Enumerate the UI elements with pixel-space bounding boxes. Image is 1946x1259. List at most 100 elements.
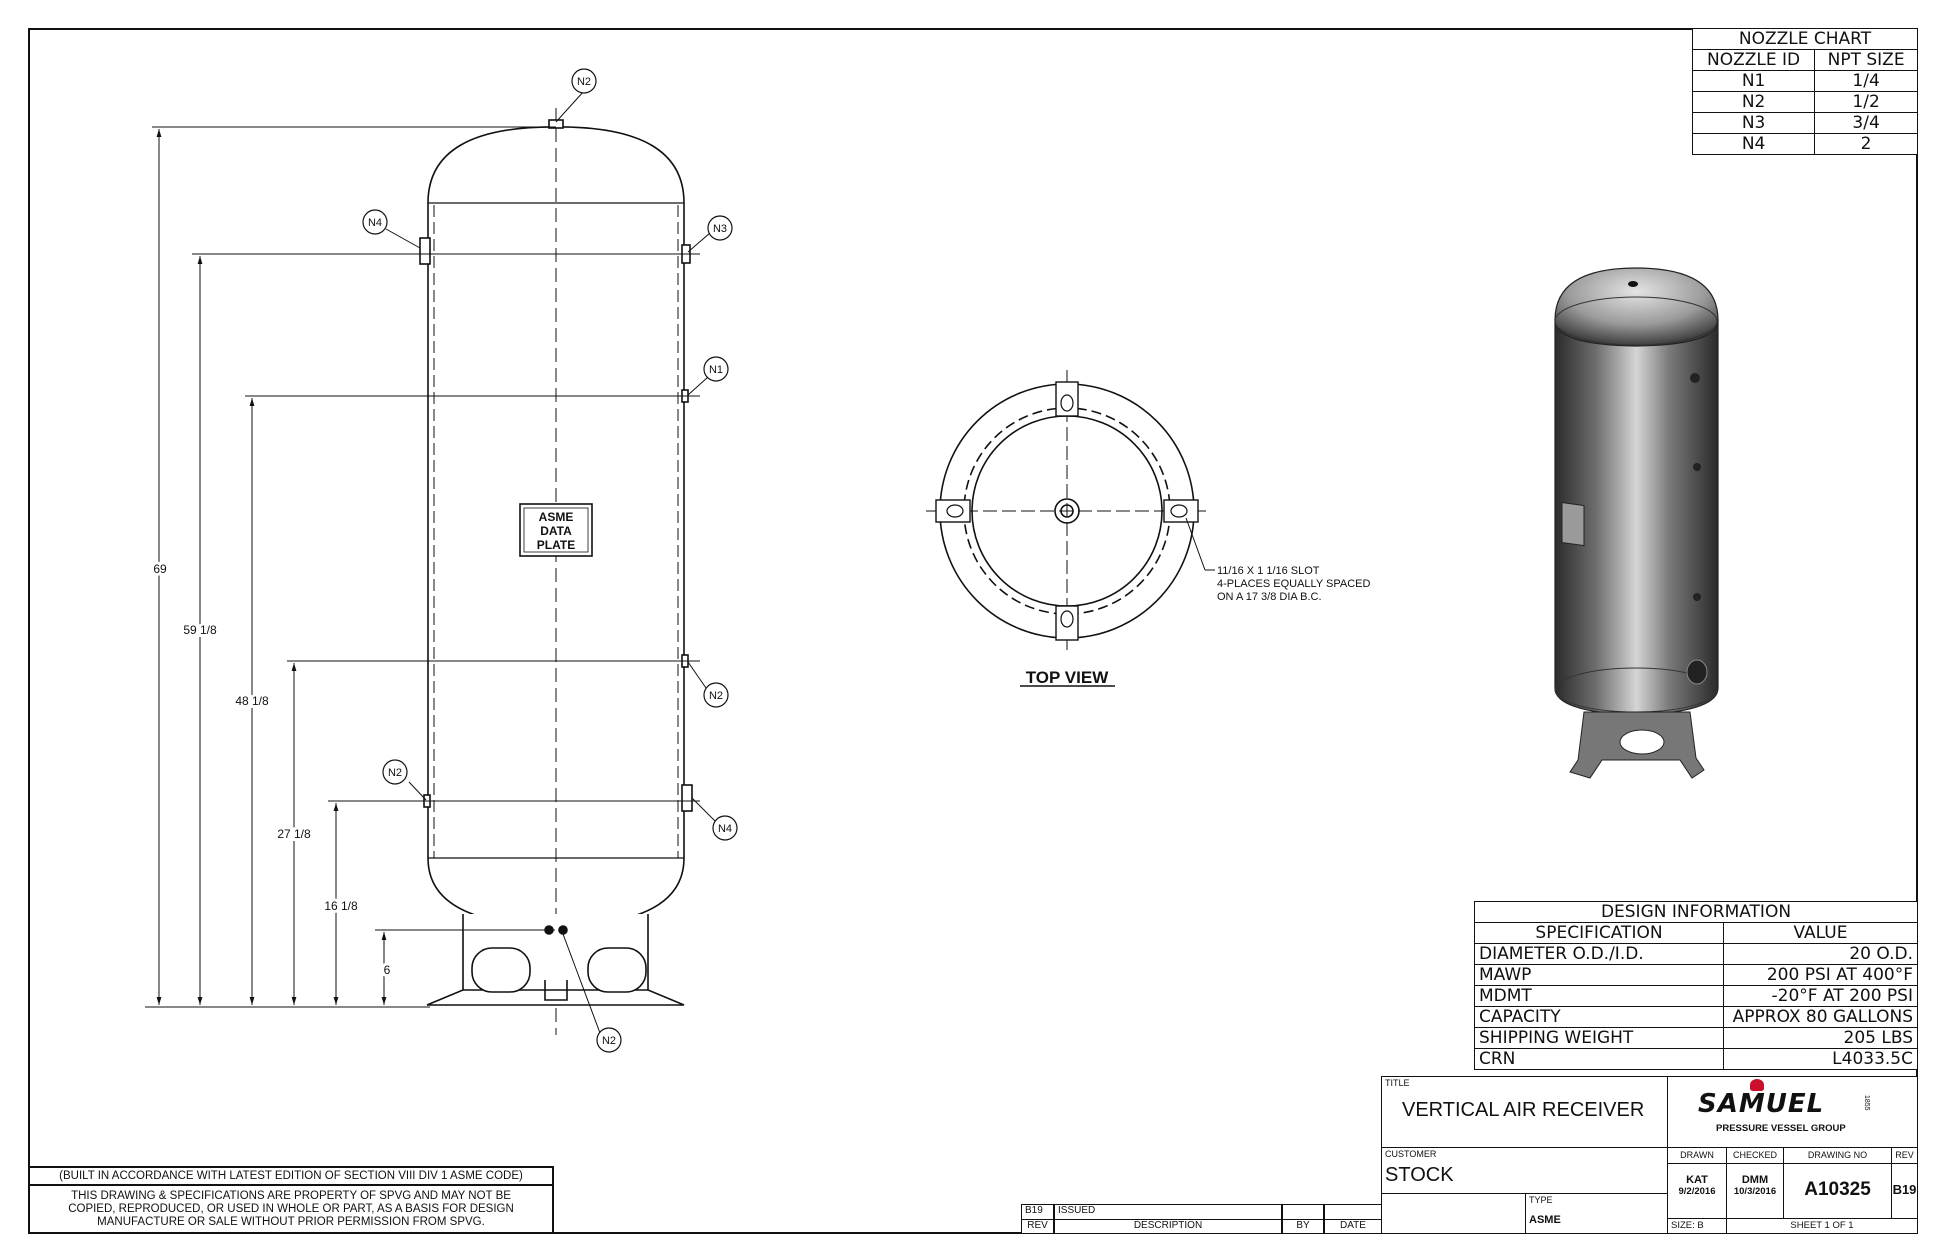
drawn-by: KAT bbox=[1686, 1174, 1708, 1186]
drawn-date: 9/2/2016 bbox=[1678, 1186, 1716, 1197]
spec-value: -20°F AT 200 PSI bbox=[1723, 985, 1918, 1007]
revision-by-header: BY bbox=[1282, 1219, 1324, 1234]
revision-by-value bbox=[1282, 1204, 1324, 1220]
callout-n2-right: N2 bbox=[709, 690, 723, 702]
tank-3d-render bbox=[1554, 267, 1719, 779]
callout-n2-left: N2 bbox=[388, 767, 402, 779]
spec-value: APPROX 80 GALLONS bbox=[1723, 1006, 1918, 1028]
spec-value: L4033.5C bbox=[1723, 1048, 1918, 1070]
spec-name: SHIPPING WEIGHT bbox=[1474, 1027, 1724, 1049]
revision-date-value bbox=[1324, 1204, 1382, 1220]
logo-year: 1855 bbox=[1863, 1095, 1870, 1111]
type-label: TYPE bbox=[1529, 1195, 1553, 1205]
logo-cell: SAMUEL 1855 PRESSURE VESSEL GROUP bbox=[1667, 1076, 1918, 1148]
blank-cell bbox=[1381, 1193, 1526, 1234]
drawing-border bbox=[28, 28, 1918, 1234]
tank-base bbox=[426, 914, 685, 1006]
revision-rev-value: B19 bbox=[1021, 1204, 1054, 1220]
drawn-label: DRAWN bbox=[1667, 1147, 1727, 1164]
callout-n3: N3 bbox=[713, 223, 727, 235]
npt-size: 3/4 bbox=[1814, 112, 1918, 134]
nozzle-chart-header-size: NPT SIZE bbox=[1814, 49, 1918, 71]
asme-data-plate bbox=[519, 503, 593, 557]
top-view-label: TOP VIEW bbox=[1026, 668, 1109, 687]
design-information-table: DESIGN INFORMATION SPECIFICATION VALUE D… bbox=[1474, 901, 1918, 1070]
design-info-header-value: VALUE bbox=[1723, 922, 1918, 944]
checked-by: DMM bbox=[1741, 1174, 1769, 1186]
spec-value: 200 PSI AT 400°F bbox=[1723, 964, 1918, 986]
callout-n4-left: N4 bbox=[368, 217, 382, 229]
customer-value: STOCK bbox=[1385, 1164, 1454, 1186]
logo-subtitle: PRESSURE VESSEL GROUP bbox=[1716, 1123, 1846, 1134]
nozzle-chart-title: NOZZLE CHART bbox=[1692, 28, 1918, 50]
spec-name: CRN bbox=[1474, 1048, 1724, 1070]
data-plate-line-3: PLATE bbox=[537, 538, 575, 552]
customer-label: CUSTOMER bbox=[1385, 1149, 1437, 1159]
drawn-cell: KAT 9/2/2016 bbox=[1667, 1163, 1727, 1219]
front-view bbox=[145, 68, 738, 1053]
spec-name: MAWP bbox=[1474, 964, 1724, 986]
dim-6: 6 bbox=[384, 963, 391, 977]
callout-n1: N1 bbox=[709, 364, 723, 376]
slot-note-line-1: 11/16 X 1 1/16 SLOT bbox=[1217, 565, 1320, 577]
spec-name: MDMT bbox=[1474, 985, 1724, 1007]
flame-icon bbox=[1750, 1079, 1764, 1091]
revision-date-header: DATE bbox=[1324, 1219, 1382, 1234]
npt-size: 2 bbox=[1814, 133, 1918, 155]
revision-rev-header: REV bbox=[1021, 1219, 1054, 1234]
property-note: THIS DRAWING & SPECIFICATIONS ARE PROPER… bbox=[28, 1184, 554, 1234]
slot-note-line-2: 4-PLACES EQUALLY SPACED bbox=[1217, 578, 1371, 590]
type-cell: TYPE ASME bbox=[1525, 1193, 1668, 1234]
dim-69: 69 bbox=[153, 562, 167, 576]
company-logo: SAMUEL bbox=[1698, 1089, 1825, 1119]
callout-n2-bottom: N2 bbox=[602, 1035, 616, 1047]
table-row: MDMT-20°F AT 200 PSI bbox=[1474, 985, 1918, 1007]
nozzle-chart-header-id: NOZZLE ID bbox=[1691, 49, 1816, 71]
revision-description-header: DESCRIPTION bbox=[1054, 1219, 1282, 1234]
title-cell: TITLE VERTICAL AIR RECEIVER bbox=[1381, 1076, 1668, 1148]
nozzle-id: N3 bbox=[1691, 112, 1816, 134]
slot-note-line-3: ON A 17 3/8 DIA B.C. bbox=[1217, 591, 1322, 603]
dim-48-1-8: 48 1/8 bbox=[235, 694, 269, 708]
spec-value: 205 LBS bbox=[1723, 1027, 1918, 1049]
data-plate-line-2: DATA bbox=[540, 524, 572, 538]
nozzle-id: N2 bbox=[1691, 91, 1816, 113]
npt-size: 1/4 bbox=[1814, 70, 1918, 92]
type-value: ASME bbox=[1529, 1214, 1561, 1226]
dim-59-1-8: 59 1/8 bbox=[183, 623, 217, 637]
dim-16-1-8: 16 1/8 bbox=[324, 899, 358, 913]
spec-name: CAPACITY bbox=[1474, 1006, 1724, 1028]
checked-label: CHECKED bbox=[1726, 1147, 1784, 1164]
drawing-title: VERTICAL AIR RECEIVER bbox=[1402, 1099, 1645, 1121]
npt-size: 1/2 bbox=[1814, 91, 1918, 113]
nozzle-id: N4 bbox=[1691, 133, 1816, 155]
top-view bbox=[926, 370, 1215, 687]
rev-label: REV bbox=[1891, 1147, 1918, 1164]
checked-date: 10/3/2016 bbox=[1733, 1186, 1777, 1197]
design-info-title: DESIGN INFORMATION bbox=[1474, 901, 1918, 923]
revision-description-value: ISSUED bbox=[1054, 1204, 1282, 1220]
drawing-number: A10325 bbox=[1783, 1163, 1892, 1219]
sheet-number: SHEET 1 OF 1 bbox=[1726, 1218, 1918, 1234]
drawing-no-label: DRAWING NO bbox=[1783, 1147, 1892, 1164]
spec-name: DIAMETER O.D./I.D. bbox=[1474, 943, 1724, 965]
table-row: DIAMETER O.D./I.D.20 O.D. bbox=[1474, 943, 1918, 965]
asme-code-note: (BUILT IN ACCORDANCE WITH LATEST EDITION… bbox=[28, 1166, 554, 1186]
dim-27-1-8: 27 1/8 bbox=[277, 827, 311, 841]
spec-value: 20 O.D. bbox=[1723, 943, 1918, 965]
callout-n4-right: N4 bbox=[718, 823, 732, 835]
data-plate-line-1: ASME bbox=[539, 510, 574, 524]
checked-cell: DMM 10/3/2016 bbox=[1726, 1163, 1784, 1219]
design-info-header-spec: SPECIFICATION bbox=[1474, 922, 1724, 944]
callout-n2-top: N2 bbox=[577, 76, 591, 88]
customer-cell: CUSTOMER STOCK bbox=[1381, 1147, 1668, 1194]
